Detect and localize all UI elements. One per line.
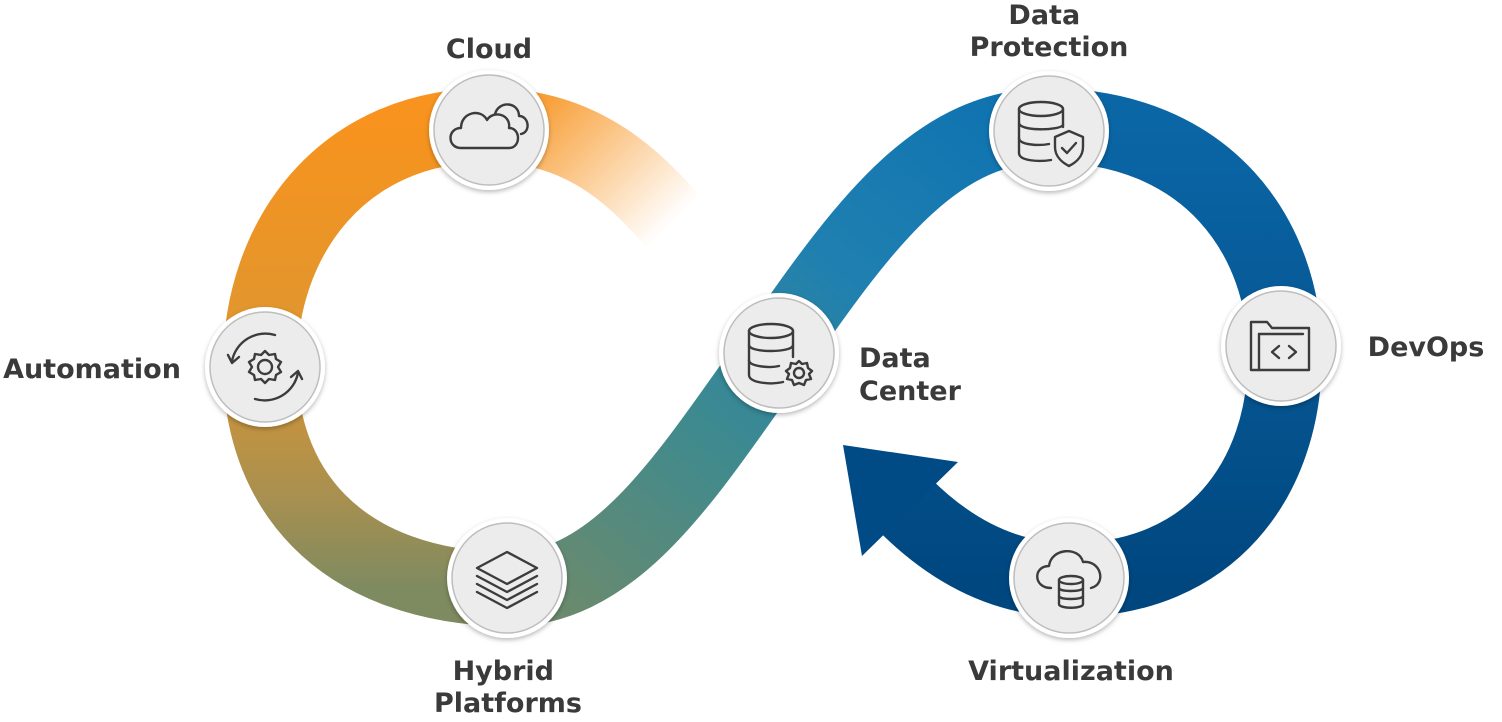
label-cloud: Cloud (446, 34, 532, 65)
label-hybrid-platforms: Hybrid Platforms (434, 656, 582, 719)
gear-cycle-icon (226, 332, 304, 402)
database-gear-icon (747, 322, 814, 387)
node-data-protection[interactable] (989, 71, 1109, 191)
code-folder-icon (1249, 320, 1311, 372)
label-automation: Automation (3, 354, 181, 385)
database-shield-icon (1017, 100, 1085, 168)
cloud-database-icon (1036, 550, 1102, 609)
cloud-icon (449, 103, 529, 150)
label-devops: DevOps (1368, 332, 1485, 363)
stacked-layers-icon (475, 550, 539, 610)
node-automation[interactable] (205, 307, 325, 427)
label-data-center: Data Center (859, 343, 962, 407)
label-virtualization: Virtualization (968, 656, 1174, 687)
right-loop-band (878, 88, 1323, 618)
arrowhead-icon (843, 445, 958, 556)
label-data-protection: Data Protection (970, 0, 1129, 63)
node-cloud[interactable] (429, 70, 549, 190)
node-hybrid-platforms[interactable] (447, 518, 567, 638)
node-data-center[interactable] (719, 293, 839, 413)
node-virtualization[interactable] (1009, 518, 1129, 638)
node-devops[interactable] (1221, 286, 1341, 406)
